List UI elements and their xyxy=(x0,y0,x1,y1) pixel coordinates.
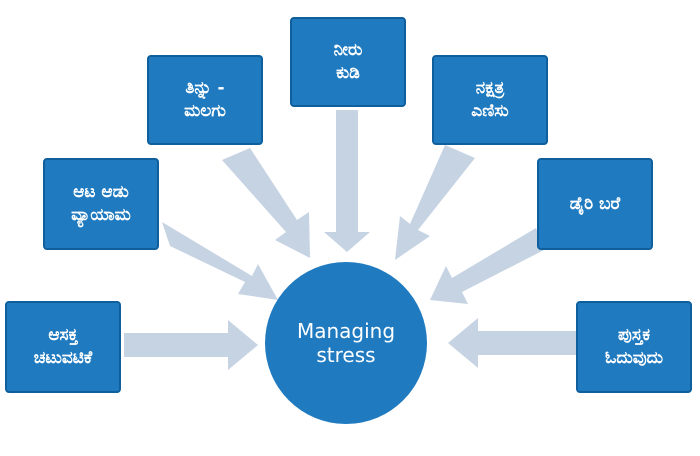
node-top-center-label: ನೀರು ಕುಡಿ xyxy=(333,40,363,83)
node-top-right: ನಕ್ಷತ್ರ ಎಣಿಸು xyxy=(432,55,548,145)
center-circle: Managing stress xyxy=(265,262,427,424)
node-mid-left-label: ಆಟ ಆಡು ವ್ಯಾಯಾಮ xyxy=(71,182,131,225)
node-top-center: ನೀರು ಕುಡಿ xyxy=(290,17,406,107)
arrow-top-right xyxy=(395,145,475,260)
arrow-mid-right xyxy=(430,228,544,304)
node-mid-right-label: ಡೈರಿ ಬರೆ xyxy=(569,193,621,214)
arrow-top-center xyxy=(324,110,370,252)
node-bottom-left-label: ಆಸಕ್ತ ಚಟುವಟಿಕೆ xyxy=(33,325,93,368)
node-bottom-right: ಪುಸ್ತಕ ಓದುವುದು xyxy=(576,301,692,393)
center-label: Managing stress xyxy=(296,319,396,367)
node-top-left: ತಿನ್ನು - ಮಲಗು xyxy=(147,55,263,145)
arrows xyxy=(124,110,576,370)
arrow-bottom-right xyxy=(448,318,576,368)
arrow-mid-left xyxy=(162,222,278,300)
node-mid-right: ಡೈರಿ ಬರೆ xyxy=(537,158,653,250)
node-mid-left: ಆಟ ಆಡು ವ್ಯಾಯಾಮ xyxy=(43,158,159,250)
node-bottom-left: ಆಸಕ್ತ ಚಟುವಟಿಕೆ xyxy=(5,301,121,393)
arrow-top-left xyxy=(222,148,310,258)
node-top-right-label: ನಕ್ಷತ್ರ ಎಣಿಸು xyxy=(471,78,509,121)
node-bottom-right-label: ಪುಸ್ತಕ ಓದುವುದು xyxy=(604,325,664,368)
node-top-left-label: ತಿನ್ನು - ಮಲಗು xyxy=(184,78,226,121)
arrow-bottom-left xyxy=(124,320,258,370)
